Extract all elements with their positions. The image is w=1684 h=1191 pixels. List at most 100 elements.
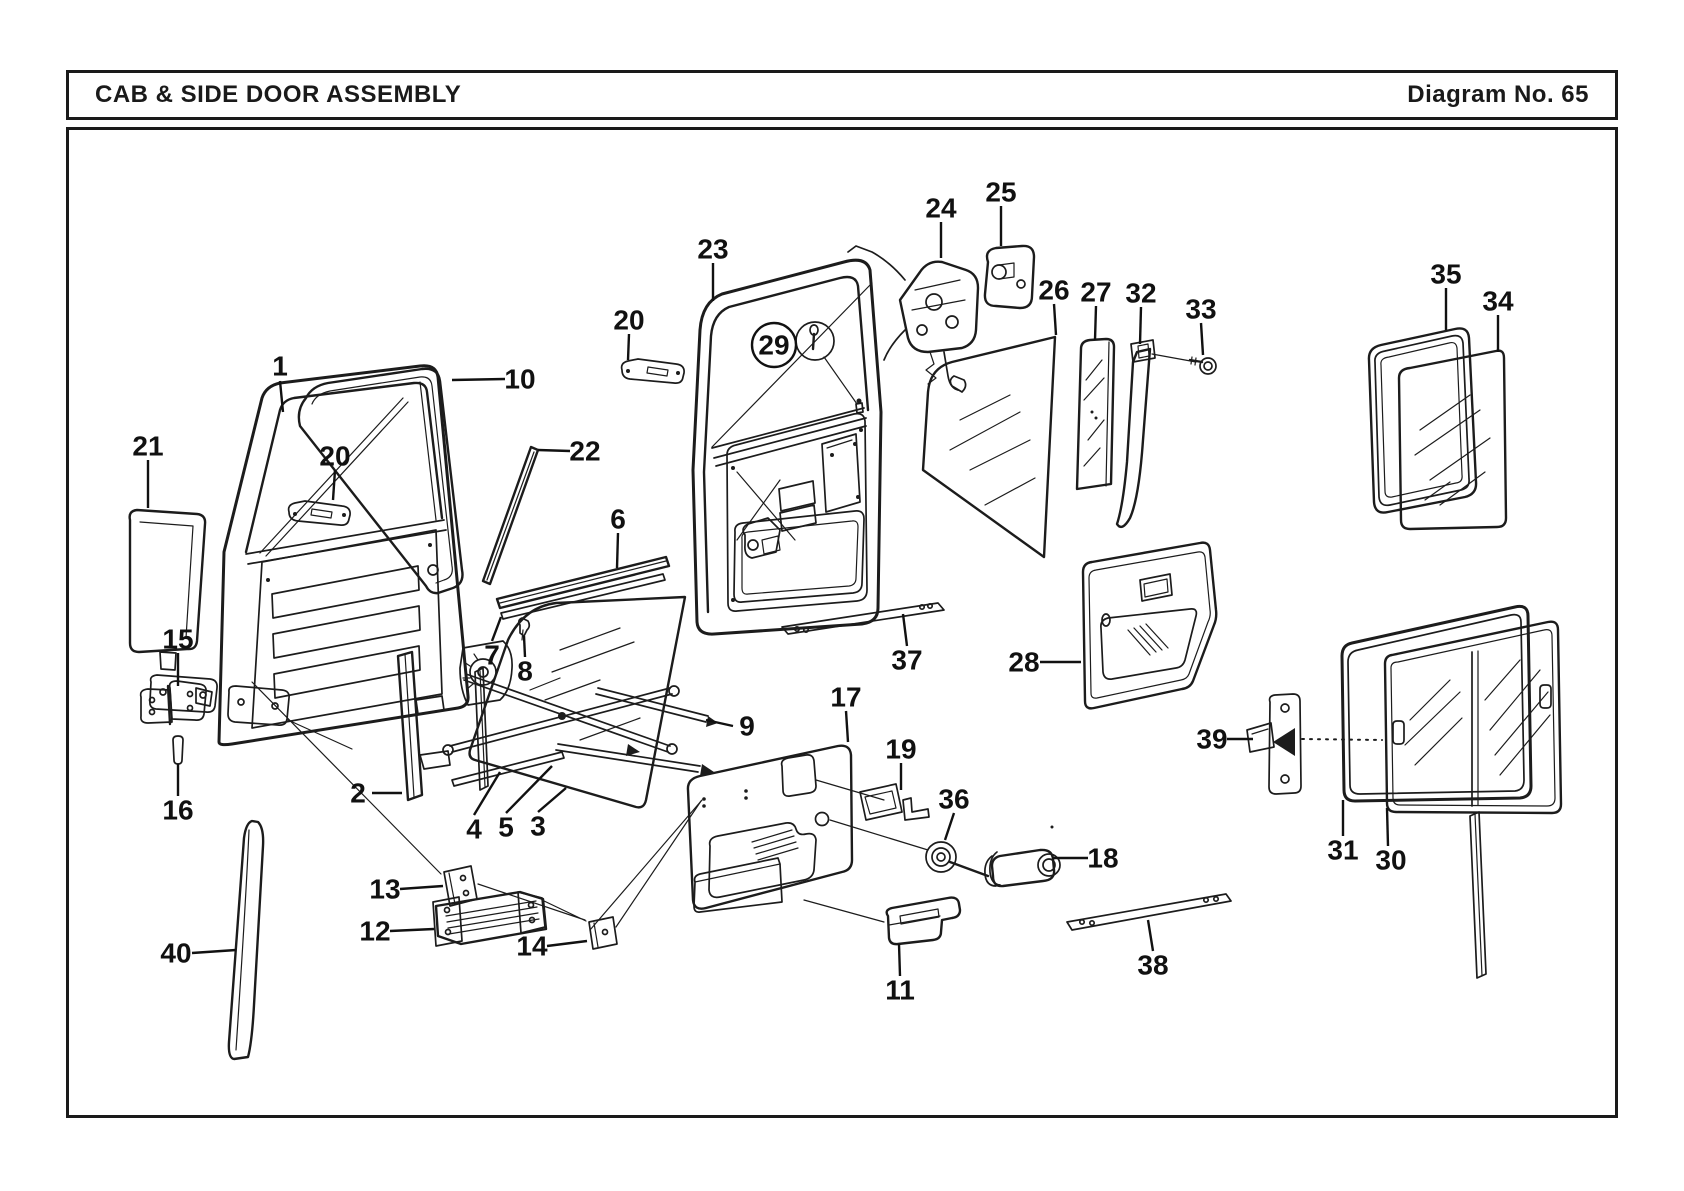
part-callout-22: 22 [569, 436, 600, 467]
glass-run-channel [396, 650, 451, 802]
part-callout-8: 8 [517, 656, 533, 687]
belt-weatherstrip-inner [500, 573, 666, 620]
front-door-shell [217, 364, 470, 747]
window-crank-handle-18 [984, 848, 1061, 888]
part-callout-19: 19 [885, 734, 916, 765]
part-callout-3: 3 [530, 811, 546, 842]
part-callout-20: 20 [319, 441, 350, 472]
side-door-trim-panel [1081, 541, 1218, 710]
part-callout-40: 40 [160, 938, 191, 969]
screw [1188, 356, 1217, 375]
part-callout-38: 38 [1137, 950, 1168, 981]
leader-line-5 [505, 765, 553, 814]
door-pull-handle-mid [620, 358, 685, 384]
leader-line-38 [1146, 919, 1155, 952]
leader-line-17 [844, 710, 850, 743]
door-hinge [139, 680, 213, 726]
leader-line-32 [1138, 306, 1143, 345]
leader-line-40 [191, 948, 237, 955]
leader-line-8 [522, 635, 527, 658]
handle-escutcheon-19 [859, 783, 930, 821]
part-callout-15: 15 [162, 624, 193, 655]
part-callout-31: 31 [1327, 835, 1358, 866]
filler-strip [1075, 337, 1116, 491]
leader-line-22 [537, 448, 571, 453]
latch-striker-pad [983, 244, 1036, 310]
part-callout-27: 27 [1080, 277, 1111, 308]
leader-line-7 [490, 616, 503, 642]
part-callout-36: 36 [938, 784, 969, 815]
part-callout-12: 12 [359, 916, 390, 947]
part-callout-26: 26 [1038, 275, 1069, 306]
leader-line-37 [901, 613, 909, 647]
leader-line-12 [389, 927, 435, 933]
vertical-run-strip [474, 667, 489, 791]
part-callout-39: 39 [1196, 724, 1227, 755]
leader-line-26 [1052, 303, 1058, 336]
leader-line-36 [943, 812, 956, 841]
sliding-window-latch [1246, 693, 1383, 795]
sill-plate-37 [781, 602, 945, 635]
diagram-number: Diagram No. 65 [1407, 81, 1589, 108]
diagram-frame [66, 127, 1618, 1118]
part-callout-23: 23 [697, 234, 728, 265]
part-callout-30: 30 [1375, 845, 1406, 876]
crank-rosette-36 [925, 841, 990, 878]
part-callout-6: 6 [610, 504, 626, 535]
sliding-window-outer-seal [1340, 604, 1533, 803]
division-bar-strip [481, 445, 540, 586]
part-callout-16: 16 [162, 795, 193, 826]
pin-detail-icon [795, 321, 864, 414]
window-regulator [442, 640, 718, 787]
sill-plate-38 [1050, 825, 1232, 931]
door-pull-handle-left [287, 500, 351, 526]
part-callout-28: 28 [1008, 647, 1039, 678]
quarter-window-seal [1367, 327, 1478, 514]
part-callout-5: 5 [498, 812, 514, 843]
leader-line-13 [399, 884, 444, 891]
leader-line-20 [331, 469, 337, 501]
curved-channel [1115, 339, 1197, 529]
sliding-window-inner-frame [1383, 620, 1563, 815]
quarter-window-glass [1397, 349, 1508, 531]
mirror-assembly [128, 508, 353, 750]
bracket-14 [588, 800, 702, 950]
leader-line-27 [1093, 305, 1098, 341]
armrest-11 [885, 896, 962, 946]
part-callout-11: 11 [885, 975, 915, 1006]
leader-line-4 [472, 771, 502, 816]
part-callout-10: 10 [504, 364, 535, 395]
side-door-glass [921, 335, 1057, 559]
leader-line-11 [897, 943, 902, 977]
door-weatherstrip [297, 367, 464, 595]
leader-line-14 [546, 939, 588, 948]
front-door-trim-panel [589, 744, 929, 931]
part-callout-34: 34 [1482, 286, 1514, 317]
striker-plate-12 [432, 883, 587, 947]
part-callout-13: 13 [369, 874, 400, 905]
part-callout-18: 18 [1087, 843, 1118, 874]
leader-line-1 [278, 380, 285, 413]
window-channel-strip [1469, 811, 1487, 979]
part-callout-17: 17 [830, 682, 861, 713]
part-callout-33: 33 [1185, 294, 1216, 325]
leader-line-3 [537, 787, 567, 813]
leader-line-10 [451, 377, 506, 382]
part-callout-4: 4 [466, 814, 482, 845]
part-callout-2: 2 [350, 778, 366, 809]
side-door-shell [691, 258, 883, 636]
part-callout-9: 9 [739, 711, 755, 742]
part-callout-35: 35 [1430, 259, 1461, 290]
part-callout-21: 21 [132, 431, 163, 462]
leader-line-9 [705, 718, 734, 728]
part-callout-14: 14 [516, 931, 548, 962]
leader-line-30 [1385, 807, 1390, 847]
pillar-trim-strip [227, 819, 265, 1061]
front-door-glass [468, 595, 687, 809]
leader-line-33 [1199, 322, 1205, 356]
door-latch-assembly [847, 245, 980, 393]
part-callout-37: 37 [891, 645, 922, 676]
title-bar: CAB & SIDE DOOR ASSEMBLY Diagram No. 65 [66, 70, 1618, 120]
